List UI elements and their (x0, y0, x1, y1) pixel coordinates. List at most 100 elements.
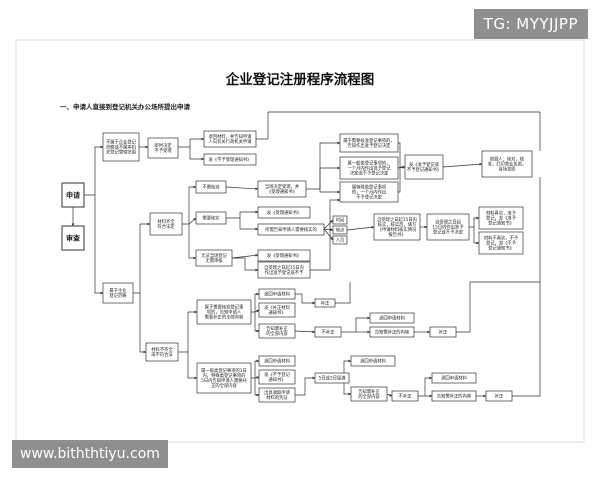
node-notice-accept-b-label: 发《受理通知书》 (267, 252, 301, 259)
connector (232, 257, 259, 272)
node-not-conform: 不需核准 (195, 180, 227, 194)
watermark-badge: TG: MYYJJPP (473, 9, 588, 39)
connector (341, 316, 371, 333)
node-decide-15-label: 核实，核实后，填写 (378, 221, 417, 228)
node-cond-approve-label: 属特殊类登记事项 (352, 184, 387, 191)
node-not-scope-label: 关登记管辖范围 (106, 148, 136, 155)
node-decide-15-label: 《申请材料核实情况 (378, 226, 417, 233)
node-approve-top-label: 属于需要核准登记事项的， (343, 137, 395, 144)
connector (188, 224, 197, 260)
connector (323, 228, 334, 241)
connector (319, 166, 341, 189)
connector (319, 189, 341, 194)
node-decide-15-label: 自受理之日起15日内 (377, 216, 417, 223)
node-supp-4: 告知需补正的内容 (431, 390, 477, 402)
connector (256, 111, 541, 151)
node-no-notify-label: 无法当场登记 (201, 252, 227, 259)
connector (84, 145, 104, 196)
node-return-req3-label: 退回申请材料 (264, 357, 290, 364)
node-issue-notice-label: 发《准予登记或 (409, 161, 440, 168)
connector (398, 142, 406, 169)
node-decide-15-label: 报告书》 (388, 231, 405, 238)
connector (178, 137, 205, 148)
node-general-rule-label: 属一般类登记事项的1日 (201, 367, 247, 374)
node-refuse-mid-label: 登记通知书》 (488, 244, 514, 251)
node-refuse-decide-label: 不予受理 (154, 147, 172, 154)
node-need-verify: 需要核实 (195, 211, 227, 225)
node-general-rule-label: 正的全部内容 (211, 382, 237, 389)
connector (418, 376, 433, 397)
document-title: 企业登记注册程序流程图 (225, 72, 375, 88)
node-no-notify-label: 无需审核 (205, 257, 223, 264)
connector (397, 165, 406, 169)
node-return-req2-label: 退回申请材料 (379, 314, 405, 321)
node-send-refuse-label: 通知书》 (268, 376, 285, 383)
node-notice-accept-b: 发《受理通知书》 (257, 249, 311, 262)
node-person: 人员 (332, 235, 348, 245)
connector (187, 352, 198, 380)
node-supp-2-label: 告知需补正的内容 (375, 328, 410, 335)
node-return-req: 退回申请材料 (258, 288, 296, 300)
connector (295, 376, 316, 396)
node-current-ok-label: 《受理通知书》 (267, 188, 297, 195)
node-decide-15b-label: 自受理之日起 (435, 219, 461, 226)
node-refuse-mid: 材料不真实，不予登记，发《不予登记通知书》 (478, 231, 524, 255)
node-time-label: 时间 (336, 216, 345, 223)
node-return-req5: 退回申请材料 (431, 372, 477, 384)
node-incomplete-label: 或不符合法 (151, 351, 173, 358)
node-send-refuse-label: 发《不予登记 (264, 371, 290, 378)
connector (251, 359, 260, 379)
watermark-url: www.biththtiyu.com (12, 440, 168, 468)
node-within-scope-label: 登记范畴 (109, 292, 127, 299)
node-return-material-label: 人向有关行政机关申请 (209, 138, 253, 145)
node-req-remote-label: 出具收取申请 (264, 389, 290, 396)
node-time: 时间 (332, 215, 348, 225)
node-not-scope-label: 不属于企业登记 (106, 139, 137, 146)
connector (306, 141, 341, 190)
node-complete-label: 材料齐全 (157, 218, 175, 225)
node-send-refuse: 发《不予登记通知书》 (258, 369, 296, 385)
node-approve-mid-label: 材料真实，准予 (486, 210, 517, 217)
node-incomplete-label: 材料不齐全 (151, 346, 173, 353)
connector (231, 253, 259, 259)
node-supp-1: 补正 (314, 298, 336, 308)
connector (254, 312, 260, 333)
node-license-label: 当场发照 (498, 165, 516, 172)
node-return-req-label: 退回申请材料 (264, 290, 290, 297)
node-license: 依据人：核对，核准，打印营业执照，当场发照 (481, 150, 533, 178)
node-req-remote-label: 材料的凭证 (266, 394, 288, 401)
node-issue-notice-label: 不予登记通知书》 (407, 166, 441, 173)
node-license-label: 依据人：核对，核 (490, 156, 525, 163)
node-general-rule-label: 内，特殊类登记事项的 (203, 372, 246, 379)
node-decide-15b-label: 15日内作出准予 (432, 223, 464, 230)
node-cond-approve-label: 不予登记决定 (356, 193, 382, 200)
node-within-scope-label: 属于企业 (109, 287, 127, 294)
connector (188, 217, 197, 225)
connector (133, 222, 151, 294)
node-one-month-label: 属一般类登记事项的， (348, 160, 391, 167)
node-refuse-mid-label: 登记，发《不予 (486, 239, 517, 246)
node-refuse-notice-label: 发《不予受理通知书》 (209, 156, 252, 163)
node-send-supp-label: 发《补正材料 (264, 304, 290, 311)
connector (189, 147, 205, 161)
connector (335, 282, 351, 304)
node-scope-help-label: 项的，告知申请人 (207, 308, 242, 315)
node-apply: 申请 (61, 182, 85, 208)
node-refuse-decide-label: 即时决定 (154, 142, 172, 149)
node-review-label: 审查 (66, 233, 81, 242)
connector (323, 219, 334, 230)
node-within-5: 5日或2日届满 (314, 372, 350, 384)
node-not-supp2-label: 不补正 (399, 392, 413, 399)
node-not-supp: 不补正 (314, 326, 342, 338)
